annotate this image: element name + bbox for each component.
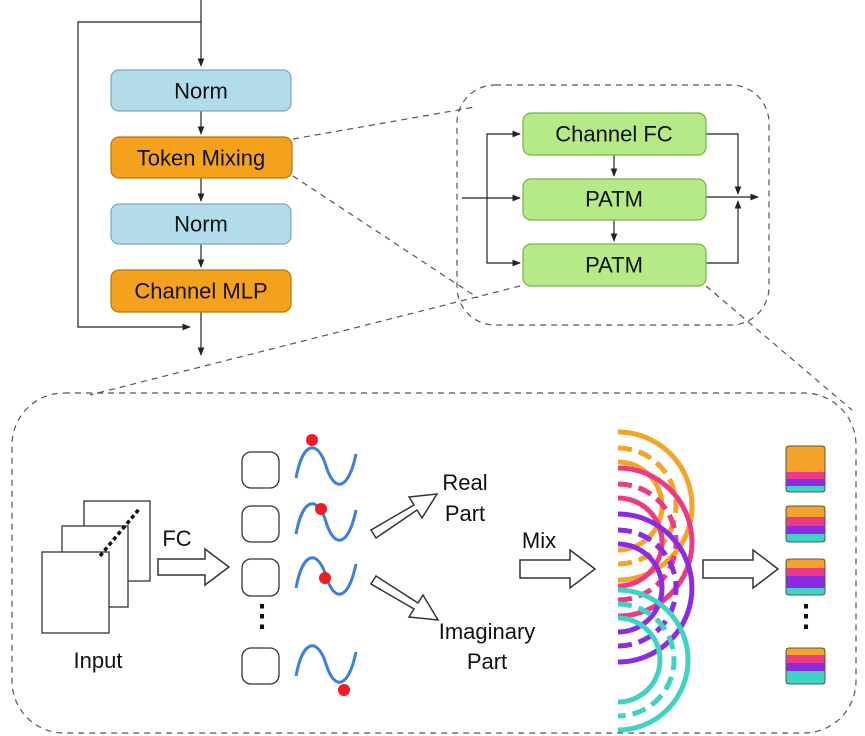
sine-wave-icon xyxy=(294,446,358,486)
token-mixing-detail: Channel FC PATM PATM xyxy=(456,84,770,326)
fc-arrow-icon xyxy=(157,547,231,587)
residual-connection xyxy=(77,21,201,331)
real-arrow-icon xyxy=(369,493,439,540)
phase-dot xyxy=(306,434,318,446)
channel-mlp-box: Channel MLP xyxy=(110,269,292,313)
real-part-label: Part xyxy=(445,501,485,526)
token-ellipsis: ⋮ xyxy=(247,600,277,633)
output-token xyxy=(785,505,826,543)
token-mixing-detail-frame xyxy=(456,84,770,326)
token-slot xyxy=(241,647,280,685)
output-token xyxy=(785,445,826,493)
patm-box-2: PATM xyxy=(522,243,707,287)
patm-label-1: PATM xyxy=(585,187,643,212)
mix-label: Mix xyxy=(522,528,556,553)
imaginary-label: Imaginary xyxy=(439,619,536,644)
phase-dot xyxy=(338,684,350,696)
sum-arrow-bottom xyxy=(706,200,742,264)
channel-fc-box: Channel FC xyxy=(522,112,707,156)
branch-arrow-patm-2 xyxy=(486,198,521,267)
output-ellipsis: ⋮ xyxy=(791,600,821,633)
patm-box-1: PATM xyxy=(522,178,707,221)
token-slot xyxy=(241,451,280,489)
token-slot xyxy=(241,558,280,597)
patm-detail: Input FC ⋮ Real Part Imaginary Part Mix xyxy=(11,392,857,734)
real-label: Real xyxy=(442,470,487,495)
sine-wave-icon xyxy=(294,502,358,542)
zoom-line-left xyxy=(89,285,521,396)
sine-wave-icon xyxy=(294,644,358,684)
branch-arrow-fc xyxy=(486,130,521,198)
token-mixing-label: Token Mixing xyxy=(137,146,265,171)
norm-box-1: Norm xyxy=(110,69,292,112)
norm-box-2: Norm xyxy=(110,203,292,245)
input-tensor-icon xyxy=(41,500,151,634)
phase-dot xyxy=(315,503,327,515)
norm-label-1: Norm xyxy=(174,79,228,104)
block-structure: Norm Token Mixing Norm Channel MLP xyxy=(77,0,293,356)
token-mixing-box: Token Mixing xyxy=(110,136,293,179)
norm-label-2: Norm xyxy=(174,212,228,237)
output-arrow-icon xyxy=(702,548,780,590)
output-token xyxy=(785,647,826,685)
phase-dot xyxy=(319,572,331,584)
channel-fc-label: Channel FC xyxy=(555,122,673,147)
patm-detail-frame xyxy=(11,392,857,734)
imaginary-part-label: Part xyxy=(467,649,507,674)
sum-arrow-top xyxy=(706,133,742,195)
fc-label: FC xyxy=(162,526,191,551)
imaginary-arrow-icon xyxy=(369,574,440,621)
zoom-line-bottom xyxy=(292,175,479,299)
channel-mlp-label: Channel MLP xyxy=(134,279,267,304)
output-token xyxy=(785,558,826,596)
zoom-line-top xyxy=(292,106,476,140)
mixed-arcs-icon xyxy=(617,429,695,733)
patm-label-2: PATM xyxy=(585,253,643,278)
zoom-line-right xyxy=(705,285,853,411)
token-slot xyxy=(241,505,280,543)
input-label: Input xyxy=(74,648,123,673)
mix-arrow-icon xyxy=(519,548,597,590)
